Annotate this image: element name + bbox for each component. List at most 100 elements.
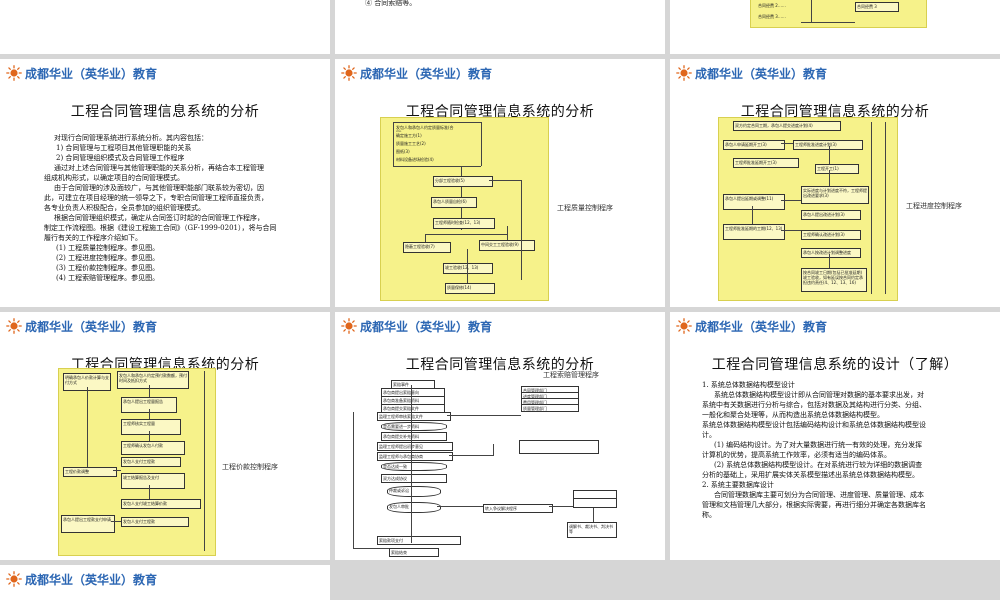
flow-box: 中间交工工程验收(9) [479,240,535,251]
body-line: 合同管理数据库主要可划分为合同管理、进度管理、质量管理、成本 [714,491,924,499]
flow-box: 竣工结算报告及支付 [121,473,185,489]
flow-box: 工程开工(1) [815,164,859,174]
brand-name: 成都华业（英华业）教育 [695,66,828,81]
slide-fragment-top-left[interactable] [0,0,330,54]
slide-2[interactable]: 成都华业（英华业）教育 工程合同管理信息系统的分析 发包人和承包人约定质量标准(… [335,59,665,307]
flow-box: 双方达成协议 [381,474,447,483]
body-line: 对现行合同管理系统进行系统分析。其内容包括： [54,134,208,142]
fragment-box: 合同经费 2…… [758,3,786,8]
flow-box: 承包人提出工程款支付申请 [61,515,115,533]
brand-logo: 成都华业（英华业）教育 [676,65,827,81]
body-line: 称。 [702,511,716,519]
flow-box: 确定施工方(1) [396,133,422,138]
flow-box: 仲裁或诉讼 [387,486,441,497]
fragment-box: 合同经费 3…… [758,14,786,19]
flow-box: 材料设备进场检验(4) [396,157,434,162]
flow-box: 工程师核实工程量 [121,419,181,435]
flow-box: 隐蔽工程验收(7) [403,242,451,253]
brand-logo: 成都华业（英华业）教育 [6,318,157,334]
flow-box: 承包人申请延期开工(3) [723,140,785,150]
flow-box: 承包人提出延期或调整(11) [723,194,785,210]
body-line: 此，可建立在项目经理的统一领导之下，专职合同管理工程师直接负责， [44,194,268,202]
flow-box: 图纸(3) [396,149,410,154]
flow-box: 发包人和承包人约定预付款数额，预付时间及抵扣方式 [117,371,189,389]
body-line: (1) 编码结构设计。为了对大量数据进行统一有效的处理，充分发挥 [714,441,923,449]
slide-title: 工程合同管理信息系统的分析 [70,104,260,120]
flow-label: 工程价款控制程序 [222,463,278,471]
body-line: (1) 工程质量控制程序。参见图。 [56,244,160,252]
brand-name: 成都华业（英华业）教育 [360,319,493,334]
slide-5[interactable]: 成都华业（英华业）教育 工程合同管理信息系统的分析 工程索赔管理程序 索赔事件 … [335,312,665,560]
flow-box: 发包人支付工程款 [121,457,181,467]
body-line: 系统中有关数据进行分析与综合，包括对数据及其结构进行分类、分组、 [702,401,926,409]
flow-box: 质量管理部门 [521,404,579,412]
slide-title: 工程合同管理信息系统的分析 [405,357,595,373]
empty-slot [670,565,1000,600]
flow-box: 是否需要进一步资料 [381,422,447,431]
sun-icon [6,318,22,334]
flow-box: 承包人提出改进计划(3) [801,210,861,220]
body-line: 计。 [702,431,716,439]
empty-slot [335,565,665,600]
slide-fragment-top-right[interactable]: 合同经费 2…… 合同经费 3…… 合同经费 3 [670,0,1000,54]
slide-title: 工程合同管理信息系统的分析 [405,104,595,120]
flow-box: 承包商提交补充资料 [381,432,447,441]
slide-6[interactable]: 成都华业（英华业）教育 工程合同管理信息系统的设计（了解） 1. 系统总体数据结… [670,312,1000,560]
slide-title: 工程合同管理信息系统的分析 [740,104,930,120]
flow-box: 质量保修(14) [445,283,495,294]
slide-3[interactable]: 成都华业（英华业）教育 工程合同管理信息系统的分析 双方约定合同工期，承包人提交… [670,59,1000,307]
schedule-flowchart: 双方约定合同工期，承包人提交进度计划(4) 承包人申请延期开工(3) 工程师批准… [718,117,898,301]
body-line: (2) 系统总体数据结构模型设计。在对系统进行较为详细的数据调查 [714,461,923,469]
fragment-text: ④ 合同索赔等。 [365,0,417,7]
flow-box: 竣工验收(12、13) [443,263,493,274]
body-line: 计算机的优势，提高系统工作效率，必须有适当的编码体系。 [702,451,891,459]
body-line: 各专业负责人积极配合，全员参加的组织管理模式。 [44,204,205,212]
flow-box: 发包人和承包人约定质量标准(合同) [396,125,454,132]
body-line: 根据合同管理组织模式，确定从合同签订时起的合同管理工作程序， [54,214,264,222]
brand-name: 成都华业（英华业）教育 [695,319,828,334]
body-line: 1) 合同管理与工程项目其他管理职能的关系 [56,144,192,152]
flow-box [519,440,599,454]
flow-box: 是否达成一致 [381,462,447,471]
slide-body: 1. 系统总体数据结构模型设计 系统总体数据结构模型设计即从合同管理对数据的基本… [702,380,926,520]
body-line: (4) 工程索赔管理程序。参见图。 [56,274,160,282]
slide-1[interactable]: 成都华业（英华业）教育 工程合同管理信息系统的分析 对现行合同管理系统进行系统分… [0,59,330,307]
body-line: 一般化和聚合处理等，从而构造出系统总体数据结构模型。 [702,411,884,419]
flow-box: 双方约定合同工期，承包人提交进度计划(4) [733,121,841,131]
sun-icon [341,318,357,334]
flow-box: 承包人质量自检(6) [431,197,477,208]
brand-name: 成都华业（英华业）教育 [25,319,158,334]
brand-logo: 成都华业（英华业）教育 [6,65,157,81]
price-flowchart: 明确承包人价款计算与支付方式 发包人和承包人约定预付款数额，预付时间及抵扣方式 … [58,368,216,556]
flow-label: 工程进度控制程序 [906,202,962,210]
flow-label: 工程质量控制程序 [557,204,613,212]
body-line: 组成机构形式，以确定项目的合同管理模式。 [44,174,184,182]
flow-box: 工程师随时检查(12、13) [433,218,495,229]
body-line: 2. 系统主要数据库设计 [702,481,774,489]
body-line: 管理和文档管理几大部分，根据实际需要，再进行细分并确定各数据库名 [702,501,926,509]
flow-box: 分部工程验收(5) [433,176,493,187]
brand-name: 成都华业（英华业）教育 [25,572,158,587]
flow-box: 实际进度与计划进度不符，工程师提出改进要求(3) [801,186,869,204]
flow-box: 按合同竣工日期(包括已批准延期)竣工验收，如有延误按合同约定承担违约责任(4、1… [801,268,867,292]
body-line: 1. 系统总体数据结构模型设计 [702,381,795,389]
slide-body: 对现行合同管理系统进行系统分析。其内容包括： 1) 合同管理与工程项目其他管理职… [44,133,277,283]
body-line: (3) 工程价款控制程序。参见图。 [56,264,160,272]
flow-box: 工程师确认发包人付款 [121,441,185,455]
flow-box: 发包人支付竣工结算价款 [121,499,201,509]
flow-box: 监理工程师审核索赔文件 [377,412,451,421]
sun-icon [676,65,692,81]
brand-name: 成都华业（英华业）教育 [25,66,158,81]
flow-box: 发包人审批 [387,502,441,513]
quality-flowchart: 发包人和承包人约定质量标准(合同) 确定施工方(1) 质量施工工艺(2) 图纸(… [380,117,549,301]
slide-4[interactable]: 成都华业（英华业）教育 工程合同管理信息系统的分析 明确承包人价款计算与支付方式… [0,312,330,560]
brand-logo: 成都华业（英华业）教育 [676,318,827,334]
slide-7[interactable]: 成都华业（英华业）教育 [0,565,330,600]
flow-box [573,498,617,508]
body-line: 履行有关的工作程序介绍如下。 [44,234,142,242]
flow-box: 发包人支付工程款 [121,517,189,527]
slide-fragment-top-middle[interactable]: ④ 合同索赔等。 [335,0,665,54]
sun-icon [341,65,357,81]
brand-name: 成都华业（英华业）教育 [360,66,493,81]
body-line: 2) 合同管理组织模式及合同管理工作程序 [56,154,185,162]
